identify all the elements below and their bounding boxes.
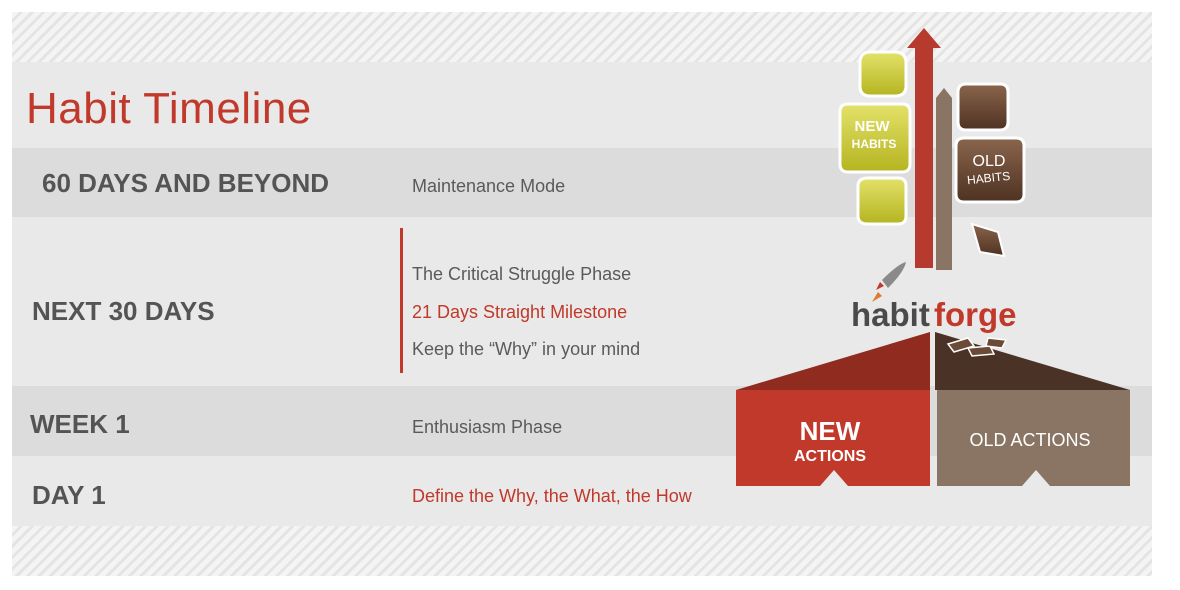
falling-pieces — [946, 337, 1008, 357]
habit-forge-graphic: NEW HABITS OLD HABITS habit forge NEW AC… — [736, 28, 1130, 486]
stage-item: Maintenance Mode — [412, 176, 566, 196]
new-actions-roof — [736, 332, 930, 390]
old-habit-leaf — [970, 222, 1006, 258]
milestone-divider-line — [400, 228, 403, 373]
top-stripe-band — [12, 12, 1152, 62]
logo-text-forge: forge — [934, 296, 1017, 333]
stage-item: Keep the “Why” in your mind — [412, 339, 641, 359]
new-habits-label-line2: HABITS — [852, 137, 897, 151]
stage-item-highlight: Define the Why, the What, the How — [412, 486, 692, 506]
new-habit-leaf — [858, 50, 908, 98]
stage-label: 60 DAYS AND BEYOND — [42, 168, 330, 198]
stage-item-highlight: 21 Days Straight Milestone — [412, 302, 628, 322]
old-actions-label: OLD ACTIONS — [969, 430, 1090, 450]
stage-label: WEEK 1 — [30, 409, 130, 439]
old-actions-notch — [1022, 470, 1050, 486]
new-actions-box — [736, 390, 930, 486]
new-habit-leaf — [856, 176, 908, 226]
page-title: Habit Timeline — [26, 84, 312, 133]
old-actions-box — [937, 390, 1130, 486]
old-habit-leaf — [956, 82, 1010, 132]
stage-item: Enthusiasm Phase — [412, 417, 563, 437]
stage-label: NEXT 30 DAYS — [32, 296, 215, 326]
old-habits-arrow — [936, 88, 952, 270]
stage-item: The Critical Struggle Phase — [412, 264, 632, 284]
old-habit-leaf — [954, 136, 1026, 204]
new-habit-leaf — [838, 102, 912, 174]
bottom-stripe-band — [12, 526, 1152, 576]
new-habits-arrow — [907, 28, 941, 268]
old-habits-label-line2: HABITS — [966, 169, 1011, 187]
old-habits-label-line1: OLD — [973, 153, 1006, 170]
logo-text-habit: habit — [851, 296, 930, 333]
new-actions-label-line1: NEW — [800, 416, 861, 446]
new-actions-notch — [820, 470, 848, 486]
stage-label: DAY 1 — [32, 480, 106, 510]
new-habits-label-line1: NEW — [855, 118, 891, 135]
rocket-icon — [872, 262, 906, 302]
new-actions-label-line2: ACTIONS — [794, 448, 866, 465]
